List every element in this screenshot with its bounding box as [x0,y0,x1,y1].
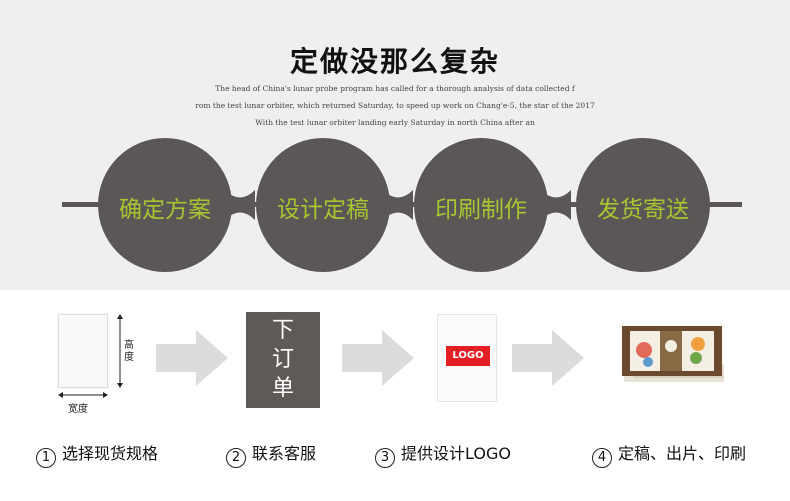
step-number-3: 3 [375,448,395,468]
circle-label-4: 发货寄送 [597,197,689,223]
process-circles [62,138,742,272]
connector-neck-2 [383,190,413,220]
order-box: 下订单 [246,312,320,408]
arrow-right-icon [512,330,584,386]
page-title: 定做没那么复杂 [289,45,500,78]
paper-sheet-icon [58,314,108,388]
subtitle-line-3: With the test lunar orbiter landing earl… [255,118,535,127]
logo-badge: LOGO [446,346,490,366]
circle-label-3: 印刷制作 [435,197,527,223]
width-dimension-icon [58,392,108,398]
circle-4 [576,138,710,272]
step-text-3: 提供设计LOGO [401,444,511,463]
arrow-right-icon [342,330,414,386]
circle-3 [414,138,548,272]
circle-2 [256,138,390,272]
step-number-1: 1 [36,448,56,468]
product-box-image [622,326,724,382]
logo-card: LOGO [437,314,497,402]
connector-neck-1 [225,190,255,220]
circle-1 [98,138,232,272]
height-dimension-icon [117,314,123,388]
step-text-4: 定稿、出片、印刷 [618,444,747,463]
arrow-right-icon [156,330,228,386]
subtitle-line-1: The head of China's lunar probe program … [215,84,575,93]
step-number-4: 4 [592,448,612,468]
step-text-2: 联系客服 [252,444,317,463]
step-label-2: 2 联系客服 [226,440,316,468]
step-label-4: 4 定稿、出片、印刷 [592,440,746,468]
step-number-2: 2 [226,448,246,468]
steps-section: 高度 宽度 下订单 LOGO [0,290,790,501]
connector-neck-3 [541,190,571,220]
subtitle-line-2: rom the test lunar orbiter, which return… [195,101,595,110]
height-label: 高度 [124,340,134,363]
top-banner: 定做没那么复杂 The head of China's lunar probe … [0,0,790,290]
circle-label-1: 确定方案 [119,197,211,223]
step-label-3: 3 提供设计LOGO [375,440,511,468]
order-text: 下订单 [272,318,295,401]
step-label-1: 1 选择现货规格 [36,440,158,468]
width-label: 宽度 [68,404,88,415]
step-text-1: 选择现货规格 [62,444,159,463]
circle-label-2: 设计定稿 [277,197,369,223]
